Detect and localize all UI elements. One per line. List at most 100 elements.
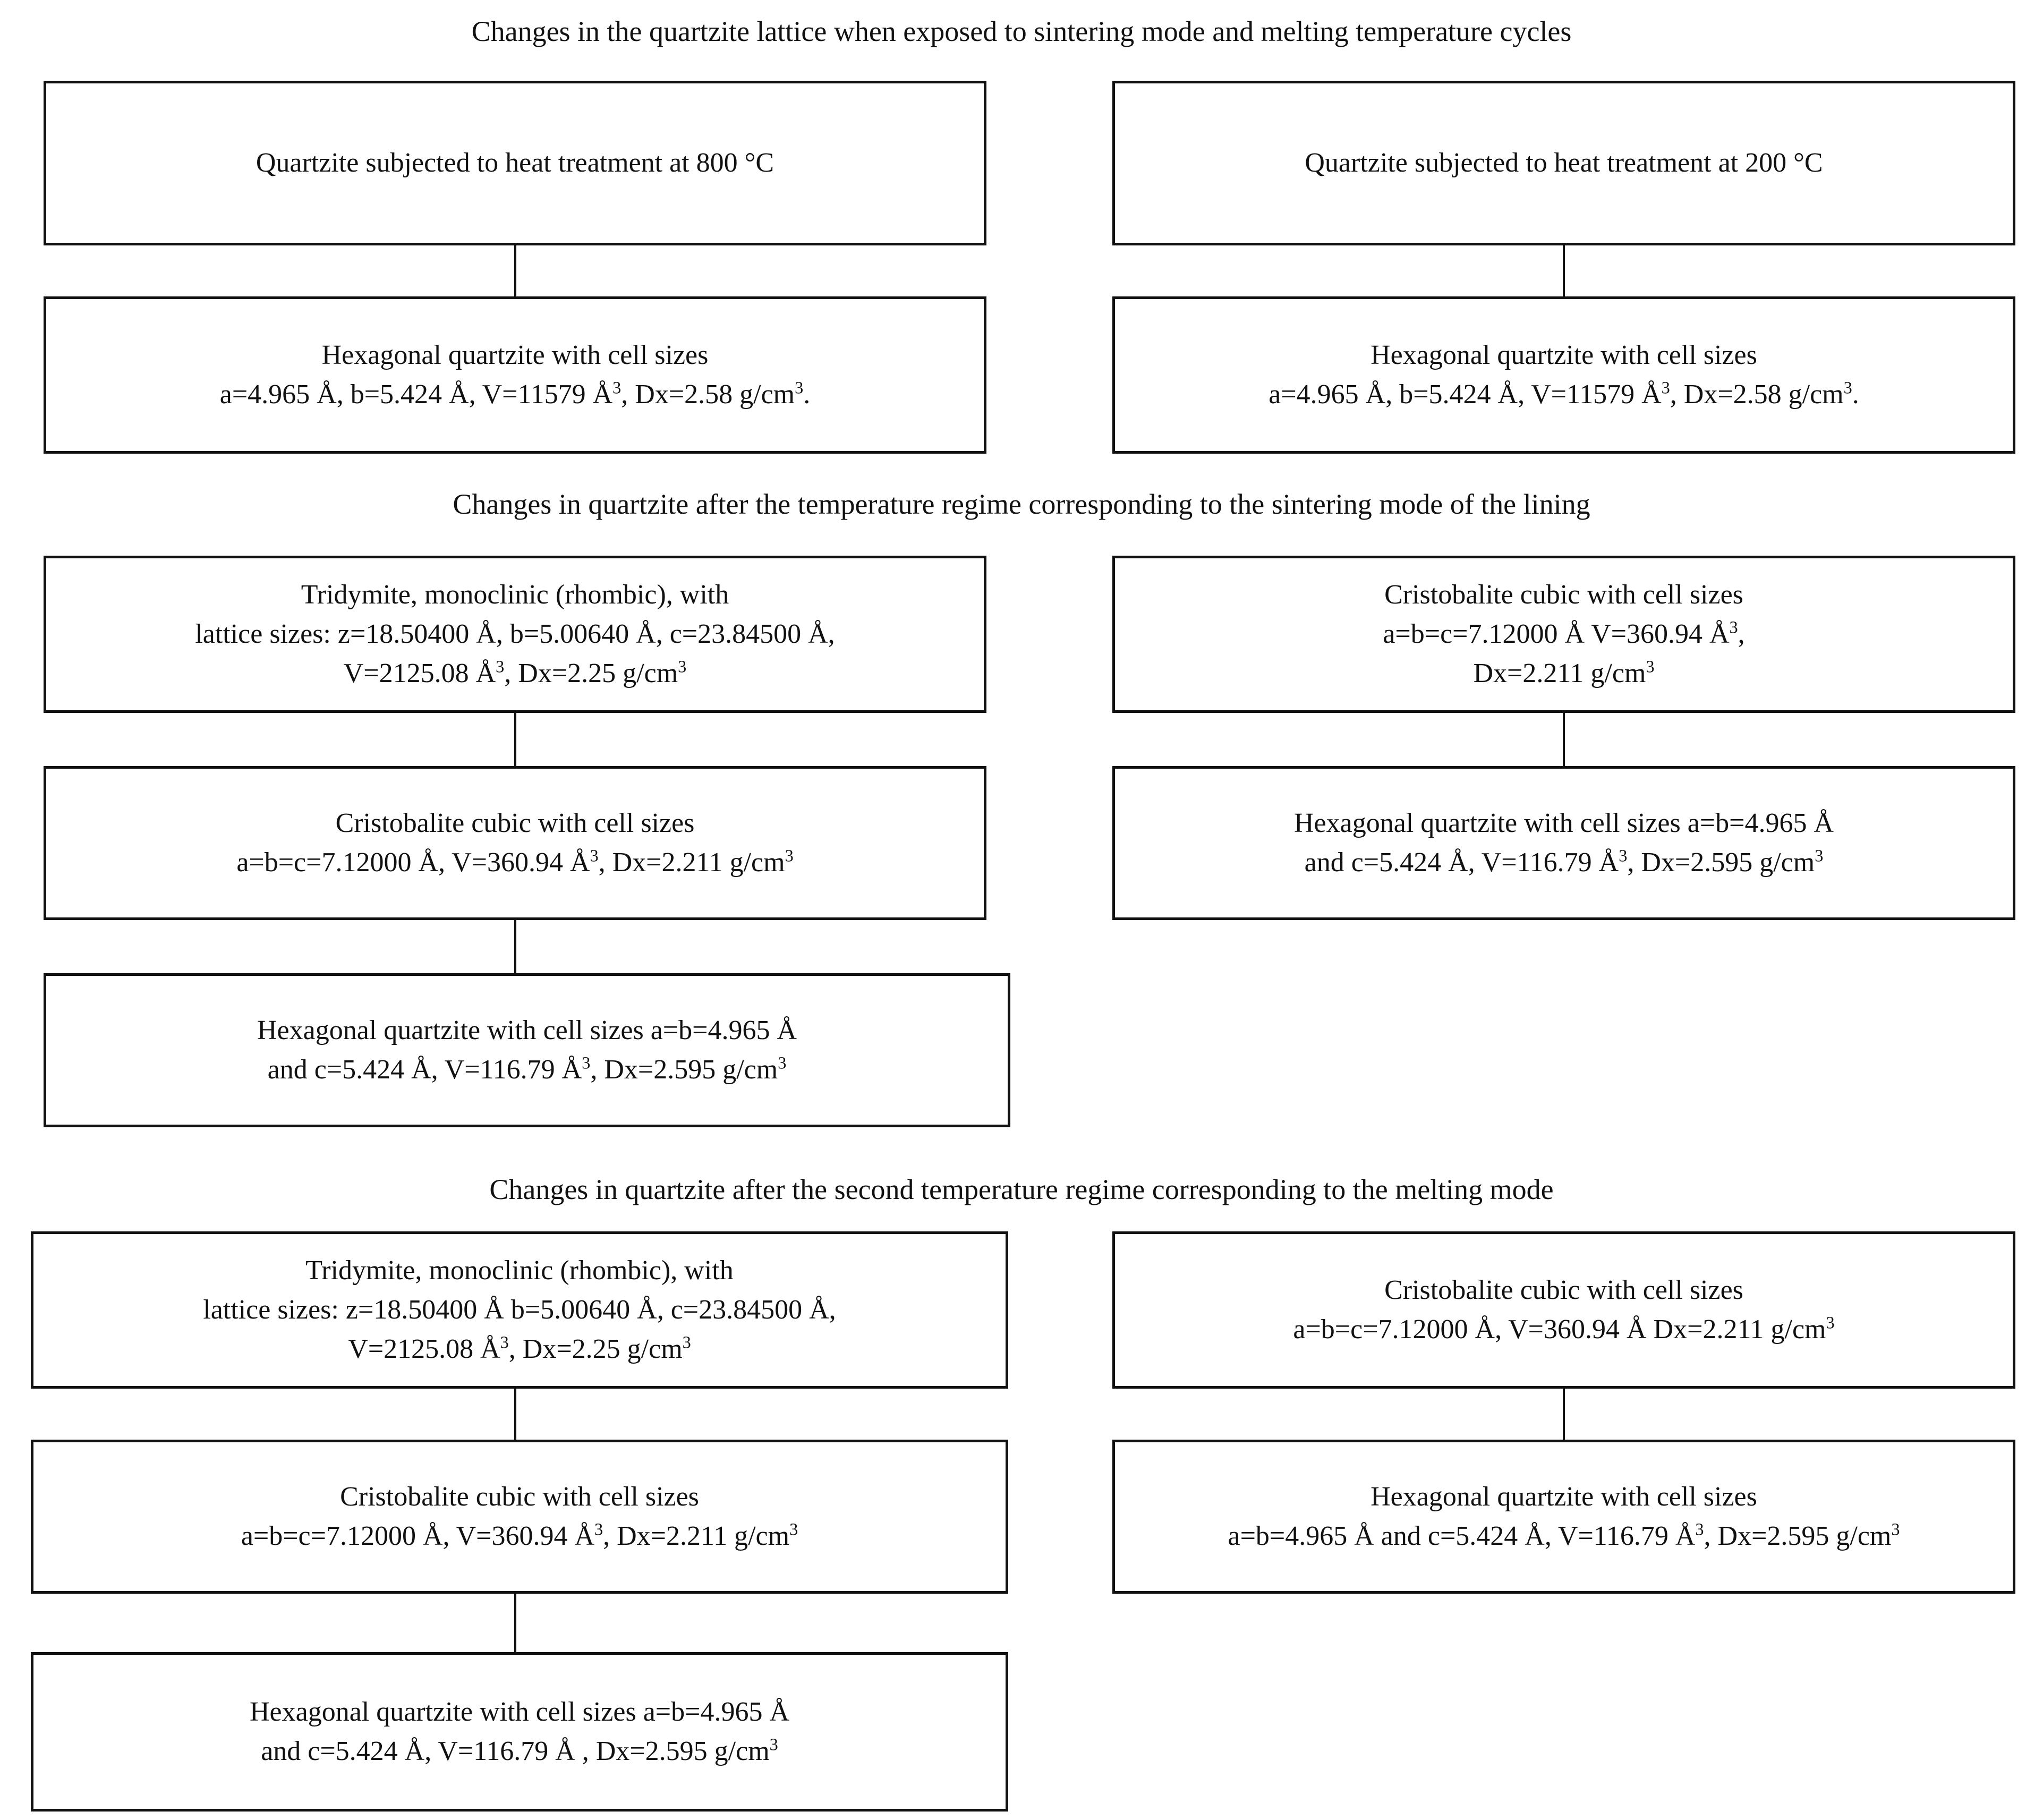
section-title-melting: Changes in quartzite after the second te…	[0, 1173, 2043, 1206]
txt-a: and c=5.424 Å, V=116.79 Å	[1304, 847, 1619, 878]
node-hex-initial-left: Hexagonal quartzite with cell sizes a=4.…	[44, 296, 986, 454]
txt-b: , Dx=2.58 g/cm	[1670, 379, 1844, 410]
node-heat-treatment-200: Quartzite subjected to heat treatment at…	[1112, 81, 2015, 245]
sup-volume: 3	[1661, 378, 1670, 397]
sup-volume: 3	[582, 1053, 591, 1073]
node-tridymite-sintering-line2: lattice sizes: z=18.50400 Å, b=5.00640 Å…	[195, 619, 835, 650]
sup-density: 3	[778, 1053, 787, 1073]
node-heat-treatment-200-line1: Quartzite subjected to heat treatment at…	[1305, 148, 1823, 178]
txt-b: , Dx=2.595 g/cm	[1704, 1521, 1892, 1551]
node-tridymite-sintering: Tridymite, monoclinic (rhombic), with la…	[44, 556, 986, 713]
node-hex-initial-right: Hexagonal quartzite with cell sizes a=4.…	[1112, 296, 2015, 454]
node-tridymite-melting: Tridymite, monoclinic (rhombic), with la…	[31, 1231, 1008, 1389]
txt-b: , Dx=2.211 g/cm	[598, 847, 785, 878]
node-hex-sintering-right-line1: Hexagonal quartzite with cell sizes a=b=…	[1293, 808, 1834, 839]
sup-volume: 3	[496, 657, 505, 676]
node-hex-initial-right-line1: Hexagonal quartzite with cell sizes	[1370, 340, 1757, 371]
txt-a: a=4.965 Å, b=5.424 Å, V=11579 Å	[219, 379, 613, 410]
node-hex-melting-left: Hexagonal quartzite with cell sizes a=b=…	[31, 1652, 1008, 1812]
figure-main-title: Changes in the quartzite lattice when ex…	[0, 15, 2043, 48]
txt-a: and c=5.424 Å, V=116.79 Å , Dx=2.595 g/c…	[261, 1736, 770, 1766]
node-cristobalite-sintering-right-line3: Dx=2.211 g/cm3	[1383, 654, 1744, 693]
node-tridymite-melting-line1: Tridymite, monoclinic (rhombic), with	[305, 1255, 734, 1286]
node-cristobalite-sintering-right-line2: a=b=c=7.12000 Å V=360.94 Å3,	[1383, 615, 1744, 654]
section-title-sintering-text: Changes in quartzite after the temperatu…	[453, 488, 1590, 520]
sup-density: 3	[1891, 1519, 1900, 1539]
txt-a: a=b=4.965 Å and c=5.424 Å, V=116.79 Å	[1228, 1521, 1696, 1551]
txt-b: , Dx=2.25 g/cm	[504, 658, 678, 688]
node-cristobalite-melting-right-line2: a=b=c=7.12000 Å, V=360.94 Å Dx=2.211 g/c…	[1293, 1310, 1834, 1349]
sup-volume: 3	[1695, 1519, 1704, 1539]
sup-density: 3	[1826, 1313, 1835, 1332]
txt-a: and c=5.424 Å, V=116.79 Å	[267, 1054, 582, 1085]
txt-a: a=b=c=7.12000 Å, V=360.94 Å Dx=2.211 g/c…	[1293, 1314, 1826, 1345]
node-cristobalite-sintering-left-line1: Cristobalite cubic with cell sizes	[335, 808, 695, 839]
connector-tridymite-to-cristobalite-melting	[514, 1389, 516, 1440]
sup-volume: 3	[594, 1519, 603, 1539]
sup-density: 3	[789, 1519, 798, 1539]
node-hex-sintering-left-line2: and c=5.424 Å, V=116.79 Å3, Dx=2.595 g/c…	[257, 1050, 797, 1090]
node-cristobalite-melting-right-line1: Cristobalite cubic with cell sizes	[1384, 1275, 1743, 1306]
node-tridymite-melting-line3: V=2125.08 Å3, Dx=2.25 g/cm3	[203, 1330, 836, 1369]
node-cristobalite-sintering-left-line2: a=b=c=7.12000 Å, V=360.94 Å3, Dx=2.211 g…	[236, 843, 793, 882]
connector-cristobalite-to-hex-sintering-right	[1563, 713, 1565, 766]
connector-heat200-to-hex	[1563, 245, 1565, 296]
node-hex-melting-right: Hexagonal quartzite with cell sizes a=b=…	[1112, 1440, 2015, 1594]
node-hex-melting-left-line2: and c=5.424 Å, V=116.79 Å , Dx=2.595 g/c…	[250, 1732, 789, 1771]
node-cristobalite-melting-right: Cristobalite cubic with cell sizes a=b=c…	[1112, 1231, 2015, 1389]
sup-volume: 3	[1729, 617, 1738, 637]
node-cristobalite-sintering-left: Cristobalite cubic with cell sizes a=b=c…	[44, 766, 986, 920]
node-hex-melting-left-line1: Hexagonal quartzite with cell sizes a=b=…	[249, 1697, 789, 1728]
node-cristobalite-melting-left-line1: Cristobalite cubic with cell sizes	[340, 1482, 699, 1512]
connector-cristobalite-to-hex-melting-left	[514, 1594, 516, 1652]
sup-density: 3	[785, 846, 794, 865]
txt-a: a=b=c=7.12000 Å, V=360.94 Å	[236, 847, 590, 878]
txt-a: Dx=2.211 g/cm	[1473, 658, 1646, 688]
txt-a: V=2125.08 Å	[348, 1333, 500, 1364]
txt-b: , Dx=2.58 g/cm	[621, 379, 795, 410]
connector-heat800-to-hex	[514, 245, 516, 296]
sup-density: 3	[769, 1734, 778, 1754]
connector-cristobalite-to-hex-melting-right	[1563, 1389, 1565, 1440]
txt-b: , Dx=2.25 g/cm	[508, 1333, 683, 1364]
node-hex-sintering-left-line1: Hexagonal quartzite with cell sizes a=b=…	[257, 1015, 797, 1046]
sup-volume: 3	[500, 1332, 509, 1352]
node-hex-initial-left-line2: a=4.965 Å, b=5.424 Å, V=11579 Å3, Dx=2.5…	[220, 375, 811, 414]
section-title-sintering: Changes in quartzite after the temperatu…	[0, 488, 2043, 521]
sup-density: 3	[1646, 657, 1655, 676]
txt-b: ,	[1738, 619, 1745, 650]
node-hex-sintering-right: Hexagonal quartzite with cell sizes a=b=…	[1112, 766, 2015, 920]
sup-density: 3	[1815, 846, 1824, 865]
node-hex-initial-left-line1: Hexagonal quartzite with cell sizes	[321, 340, 709, 371]
node-hex-initial-right-line2: a=4.965 Å, b=5.424 Å, V=11579 Å3, Dx=2.5…	[1269, 375, 1859, 414]
section-title-melting-text: Changes in quartzite after the second te…	[489, 1173, 1554, 1205]
txt-a: a=b=c=7.12000 Å, V=360.94 Å	[241, 1521, 594, 1551]
node-tridymite-melting-line2: lattice sizes: z=18.50400 Å b=5.00640 Å,…	[203, 1295, 836, 1325]
txt-b: , Dx=2.211 g/cm	[603, 1521, 790, 1551]
node-cristobalite-melting-left: Cristobalite cubic with cell sizes a=b=c…	[31, 1440, 1008, 1594]
sup-volume: 3	[612, 378, 622, 397]
node-hex-melting-right-line2: a=b=4.965 Å and c=5.424 Å, V=116.79 Å3, …	[1228, 1517, 1900, 1556]
txt-c: .	[803, 379, 811, 410]
node-cristobalite-melting-left-line2: a=b=c=7.12000 Å, V=360.94 Å3, Dx=2.211 g…	[241, 1517, 798, 1556]
txt-a: V=2125.08 Å	[343, 658, 496, 688]
sup-density: 3	[682, 1332, 691, 1352]
node-tridymite-sintering-line3: V=2125.08 Å3, Dx=2.25 g/cm3	[195, 654, 835, 693]
txt-a: a=b=c=7.12000 Å V=360.94 Å	[1383, 619, 1730, 650]
node-cristobalite-sintering-right-line1: Cristobalite cubic with cell sizes	[1384, 580, 1743, 610]
txt-b: , Dx=2.595 g/cm	[1627, 847, 1815, 878]
connector-cristobalite-to-hex-sintering-left	[514, 920, 516, 973]
txt-c: .	[1852, 379, 1859, 410]
node-hex-sintering-right-line2: and c=5.424 Å, V=116.79 Å 3, Dx=2.595 g/c…	[1294, 843, 1834, 882]
sup-density: 3	[678, 657, 687, 676]
sup-volume: 3	[590, 846, 599, 865]
txt-b: , Dx=2.595 g/cm	[590, 1054, 778, 1085]
node-hex-melting-right-line1: Hexagonal quartzite with cell sizes	[1370, 1482, 1757, 1512]
node-heat-treatment-800: Quartzite subjected to heat treatment at…	[44, 81, 986, 245]
txt-a: a=4.965 Å, b=5.424 Å, V=11579 Å	[1269, 379, 1662, 410]
sup-density: 3	[795, 378, 804, 397]
main-title-text: Changes in the quartzite lattice when ex…	[471, 15, 1572, 47]
node-tridymite-sintering-line1: Tridymite, monoclinic (rhombic), with	[301, 580, 729, 610]
connector-tridymite-to-cristobalite-sintering	[514, 713, 516, 766]
